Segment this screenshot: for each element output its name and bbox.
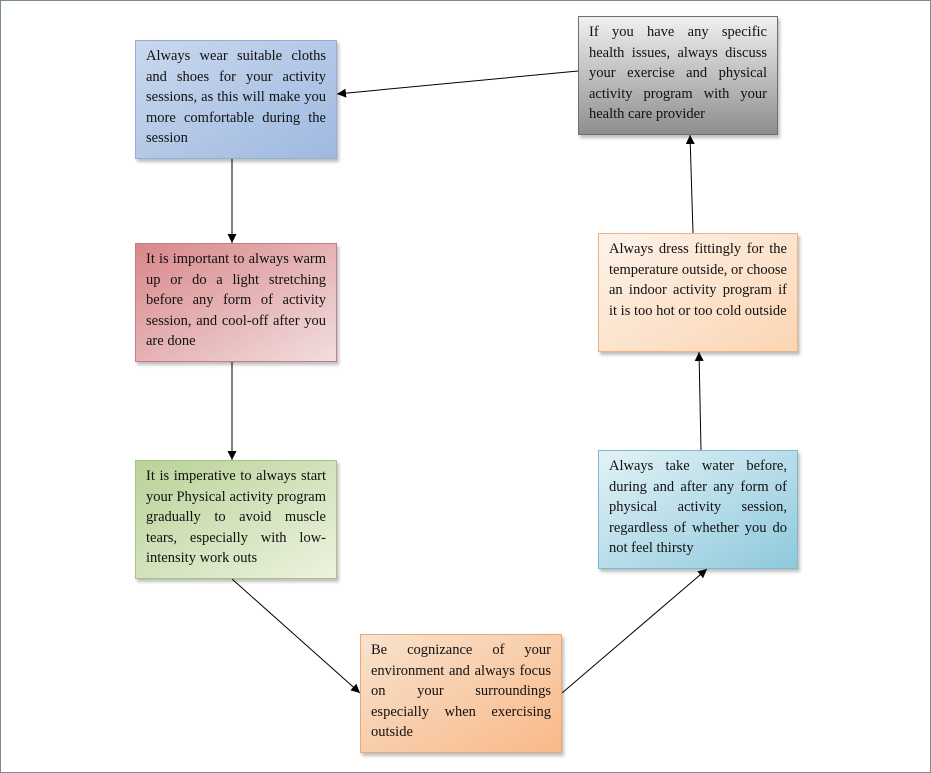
step-box-hydration: Always take water before, during and aft… xyxy=(598,450,798,569)
step-box-warm-up: It is important to always warm up or do … xyxy=(135,243,337,362)
step-box-consult-health-provider: If you have any specific health issues, … xyxy=(578,16,778,135)
step-box-start-gradually: It is imperative to always start your Ph… xyxy=(135,460,337,579)
arrow-water-to-dress xyxy=(694,351,704,451)
step-box-environment-awareness: Be cognizance of your environment and al… xyxy=(360,634,562,753)
step-box-dress-for-temperature: Always dress fittingly for the temperatu… xyxy=(598,233,798,352)
arrow-dress-to-health xyxy=(685,134,695,234)
arrow-health-to-clothes xyxy=(336,70,579,98)
step-box-suitable-clothes: Always wear suitable cloths and shoes fo… xyxy=(135,40,337,159)
arrow-environment-to-water xyxy=(561,568,708,694)
arrow-gradual-to-environment xyxy=(231,578,361,694)
